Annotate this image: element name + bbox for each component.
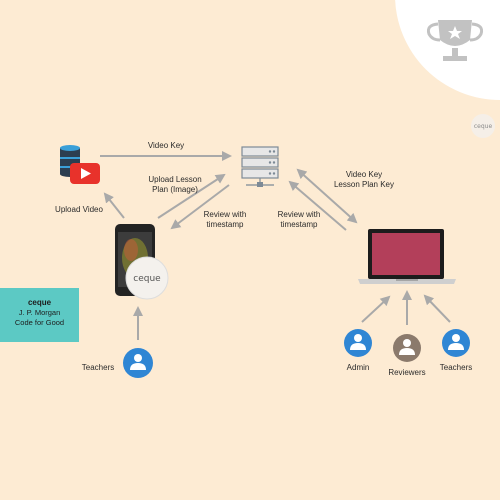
label-admin: Admin (346, 363, 370, 372)
label-teachers-right: Teachers (439, 363, 473, 372)
ceque-logo-small: ceque (471, 114, 495, 138)
user-icon (123, 348, 153, 378)
arrow-review-left (170, 184, 230, 230)
trophy-icon (426, 20, 484, 61)
server-icon (241, 146, 279, 187)
card-line-event: Code for Good (14, 318, 65, 327)
label-upload-lesson-line1: Upload Lesson (148, 175, 202, 184)
user-icon (442, 329, 470, 357)
label-video-key-right: Video Key (345, 170, 383, 179)
arrow-admin-laptop (361, 295, 391, 323)
label-lesson-plan-key: Lesson Plan Key (333, 180, 395, 189)
label-teachers-left: Teachers (81, 363, 115, 372)
label-review-right-line2: timestamp (280, 220, 318, 229)
arrow-review-right (288, 180, 347, 231)
label-review-left-line1: Review with (203, 210, 247, 219)
user-icon (393, 334, 421, 362)
user-icon (344, 329, 372, 357)
label-reviewers: Reviewers (388, 368, 426, 377)
youtube-icon (70, 163, 100, 184)
label-upload-video: Upload Video (55, 205, 103, 214)
project-info-card: ceque J. P. Morgan Code for Good (0, 288, 79, 342)
arrow-teachers-laptop (423, 294, 451, 323)
svg-text:ceque: ceque (133, 274, 161, 284)
arrow-video-lesson-key (296, 168, 358, 224)
label-video-key: Video Key (147, 141, 185, 150)
label-review-left-line2: timestamp (206, 220, 244, 229)
smartphone-icon: ceque (115, 224, 169, 300)
label-upload-lesson-line2: Plan (Image) (152, 185, 198, 194)
laptop-icon (358, 229, 456, 284)
label-review-right-line1: Review with (277, 210, 321, 219)
arrow-upload-lesson (157, 173, 226, 219)
svg-text:ceque: ceque (474, 123, 493, 130)
card-title: ceque (27, 298, 52, 307)
arrow-upload-video (103, 192, 125, 219)
card-line-org: J. P. Morgan (18, 308, 61, 317)
